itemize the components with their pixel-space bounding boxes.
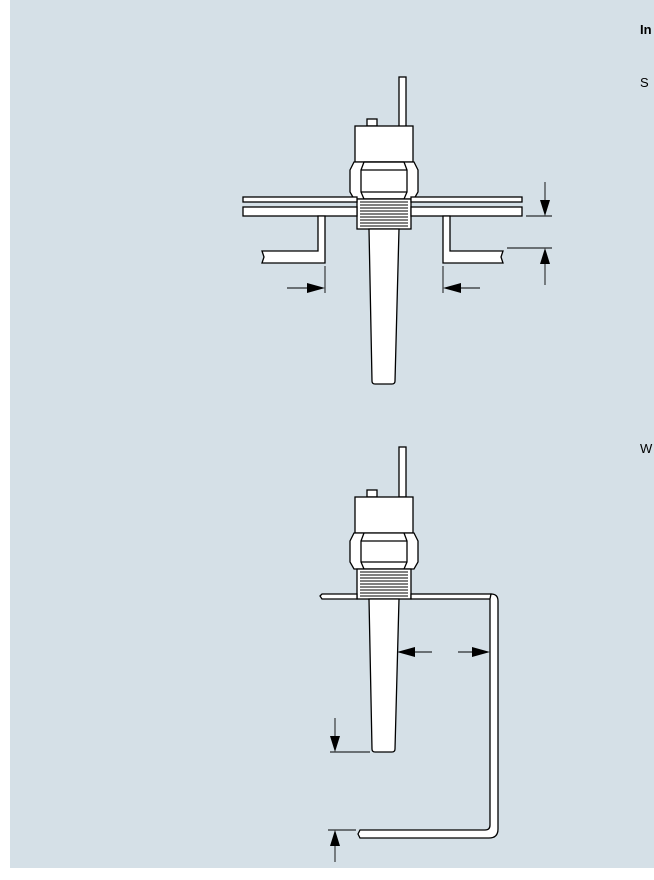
bottom-dim-horizontal: [397, 647, 490, 657]
diagram-panel: [10, 0, 654, 868]
top-housing: [354, 125, 414, 163]
bottom-hex-nut: [349, 532, 419, 570]
bottom-screw: [366, 489, 378, 498]
top-cable: [398, 76, 407, 128]
top-probe: [368, 228, 400, 385]
top-dim-right-arrow: [442, 266, 480, 293]
top-installation-drawing: [242, 76, 552, 385]
top-dim-vertical: [507, 182, 552, 285]
top-dim-left-arrow: [287, 266, 326, 293]
bottom-thread: [356, 568, 412, 600]
bottom-tank-wall: [357, 593, 499, 839]
bottom-dim-probe-tip: [330, 718, 370, 753]
top-tank-flange-right: [410, 196, 523, 217]
top-thread: [356, 198, 412, 230]
bottom-probe: [368, 598, 400, 753]
bottom-housing: [354, 496, 414, 534]
top-hex-nut: [349, 161, 419, 200]
bottom-installation-drawing: [319, 446, 499, 862]
section-heading: In: [640, 22, 652, 37]
bottom-dim-tank-bottom: [328, 829, 356, 862]
second-drawing-label: W: [640, 441, 653, 456]
bottom-cable: [398, 446, 407, 498]
top-screw: [366, 118, 378, 127]
top-right-bracket: [442, 215, 504, 264]
first-drawing-label: S: [640, 75, 649, 90]
top-left-bracket: [261, 215, 326, 264]
top-tank-flange-left: [242, 196, 358, 217]
